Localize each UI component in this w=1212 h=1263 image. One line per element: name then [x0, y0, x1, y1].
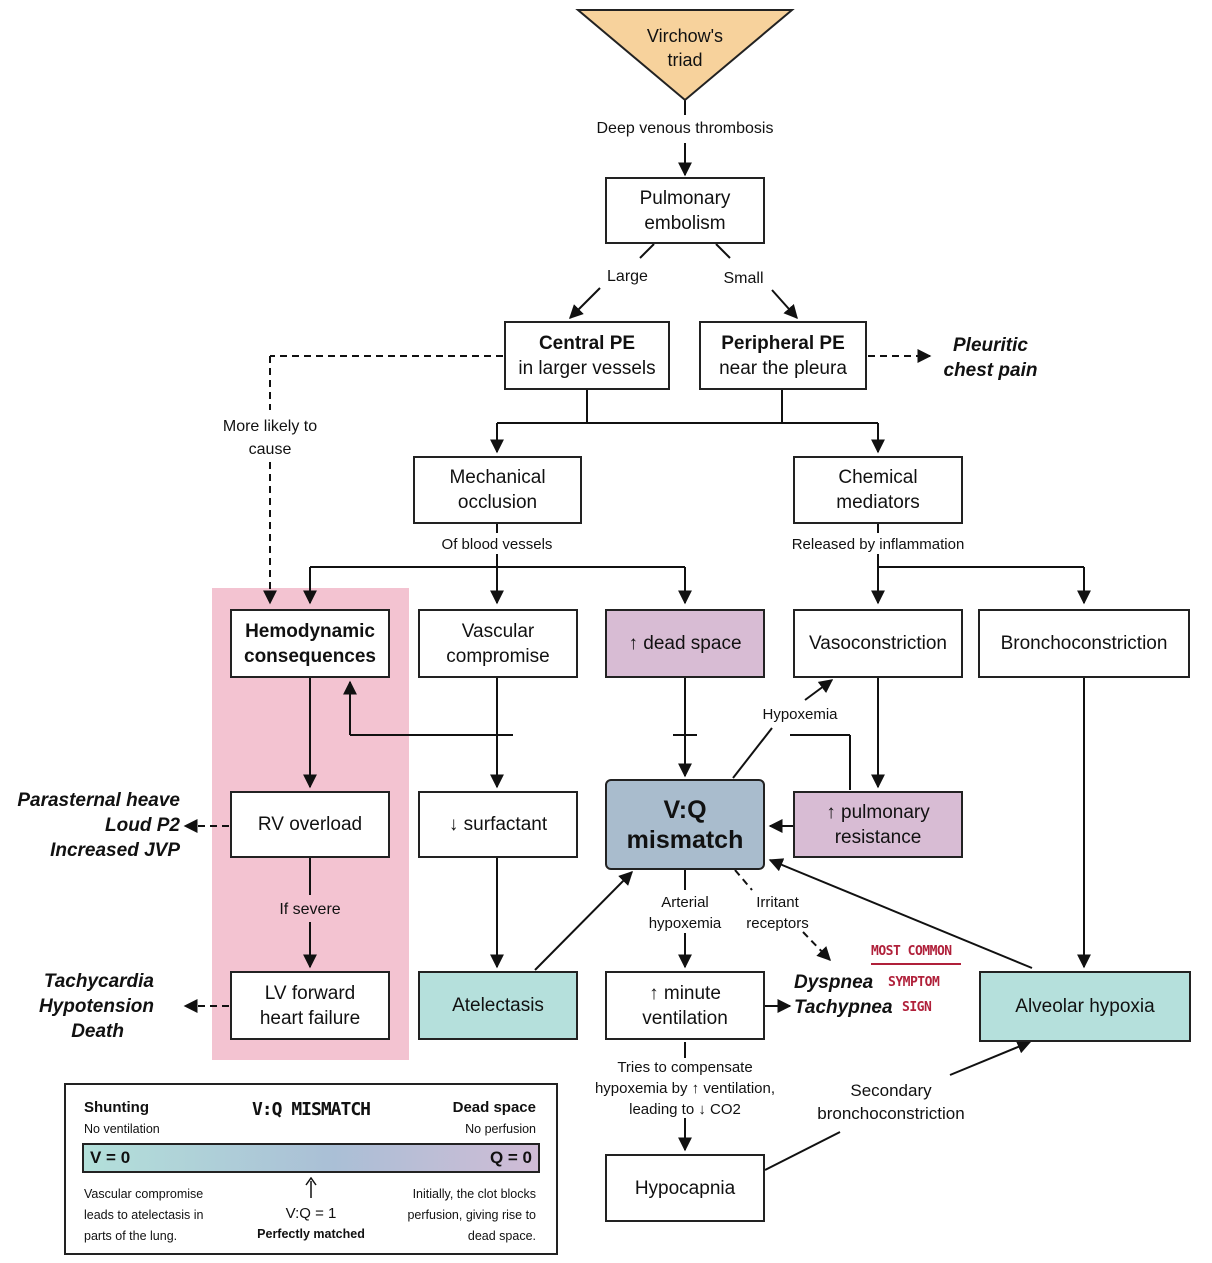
legend-middle-value: V:Q = 1	[285, 1205, 337, 1222]
large-label: Large	[607, 268, 648, 285]
sign-label: SIGN	[902, 1000, 932, 1015]
surfactant-box: ↓ surfactant	[418, 791, 578, 858]
vq-gradient-bar: V = 0 Q = 0	[82, 1143, 540, 1173]
lv-signs: Tachycardia Hypotension Death	[38, 971, 154, 1042]
legend-right-sub: No perfusion	[465, 1122, 536, 1136]
most-common-label: MOST COMMON	[871, 944, 952, 959]
bar-right-label: Q = 0	[489, 1148, 532, 1167]
bar-left-label: V = 0	[90, 1148, 131, 1167]
vasoconstriction-box: Vasoconstriction	[793, 609, 963, 678]
hypocapnia-box: Hypocapnia	[605, 1154, 765, 1222]
of-blood-vessels-label: Of blood vessels	[441, 536, 553, 553]
legend-right-title: Dead space	[452, 1099, 536, 1116]
hypoxemia-label: Hypoxemia	[762, 706, 838, 723]
vq-legend: Shunting No ventilation V:Q MISMATCH Dea…	[64, 1083, 558, 1255]
rv-overload-box: RV overload	[230, 791, 390, 858]
up-arrow-icon	[305, 1177, 317, 1198]
atelectasis-box: Atelectasis	[418, 971, 578, 1040]
legend-middle-note: Perfectly matched	[257, 1227, 365, 1241]
legend-left-sub: No ventilation	[84, 1122, 160, 1136]
virchows-triad-shape	[575, 9, 795, 102]
legend-left-title: Shunting	[84, 1099, 149, 1116]
small-label: Small	[723, 270, 764, 287]
legend-title: V:Q MISMATCH	[251, 1099, 371, 1120]
alveolar-hypoxia-box: Alveolar hypoxia	[979, 971, 1191, 1042]
symptom-label: SYMPTOM	[888, 975, 940, 990]
released-by-inflammation-label: Released by inflammation	[791, 536, 965, 553]
if-severe-label: If severe	[279, 901, 341, 918]
dead-space-box: ↑ dead space	[605, 609, 765, 678]
bronchoconstriction-box: Bronchoconstriction	[978, 609, 1190, 678]
dvt-label: Deep venous thrombosis	[596, 120, 774, 137]
